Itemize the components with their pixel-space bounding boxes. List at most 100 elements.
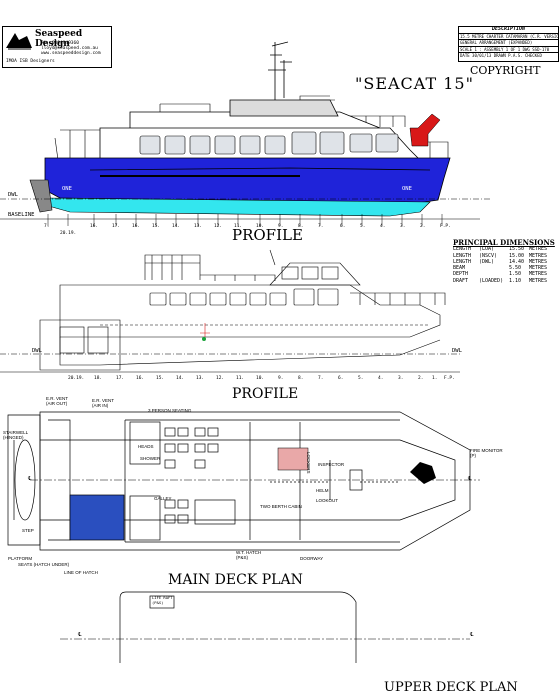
shower-label: SHOWER <box>140 456 161 461</box>
upper-deck-plan-drawing <box>60 591 470 663</box>
dimension-name: LENGTH <box>453 246 472 253</box>
station-label: F.P. <box>440 224 451 229</box>
station-label: 16. <box>90 224 99 229</box>
copyright-text: COPYRIGHT <box>470 64 541 77</box>
principal-dimensions-title: PRINCIPAL DIMENSIONS <box>453 238 555 247</box>
line-profile-drawing <box>0 249 460 373</box>
station-label: 15. <box>152 224 161 229</box>
company-title-block: Seaspeed Design PH: 0894949360 lloyd@sea… <box>2 26 112 68</box>
description-row: DATE 30/01/13 DRAWN P.A.S. CHECKED <box>460 53 542 58</box>
description-row: 15.5 METRE CHARTER CATAMARAN (C.R. VERSI… <box>459 33 558 40</box>
wt-hatch-label: W.T. HATCH (P&S) <box>236 550 262 560</box>
station-label: 6. <box>338 376 344 381</box>
dimension-qual: (DWL) <box>479 258 495 265</box>
principal-dimension-row: LENGTH (DWL) 14.40 METRES <box>453 259 557 265</box>
description-row: SCALE 1 : ASSEMBLY 1 OF 1 DWG SSD-170 <box>459 47 558 53</box>
station-label: 14. <box>176 376 185 381</box>
dimension-value: 15.50 <box>509 246 525 253</box>
company-name: Seaspeed Design <box>35 29 83 49</box>
station-label: 15. <box>156 376 165 381</box>
company-web: www.seaspeeddesign.com <box>41 51 101 56</box>
station-label: 10. <box>256 224 265 229</box>
station-label: 5. <box>360 224 366 229</box>
station-label: 8. <box>298 376 304 381</box>
dimension-qual: (LOADED) <box>479 277 504 284</box>
dimension-qual: (LOA) <box>479 246 495 253</box>
station-labels-top: 7. 16. 17. 16. 15. 14. 13. 12. 11. 10. 9… <box>0 224 560 232</box>
station-label: 13. <box>194 224 203 229</box>
station-label: 4. <box>380 224 386 229</box>
main-deck-title: MAIN DECK PLAN <box>168 572 303 588</box>
station-label: 7. <box>318 224 324 229</box>
station-label: 1. <box>432 376 438 381</box>
hull-mark-fwd: ONE <box>402 186 412 192</box>
station-label: 20.19. <box>68 376 85 381</box>
description-header: DESCRIPTION <box>459 27 558 34</box>
dimension-unit: METRES <box>529 258 548 265</box>
two-berth-cabin-label: TWO BERTH CABIN <box>260 504 302 509</box>
station-label: 7. <box>44 224 50 229</box>
station-label: 11. <box>236 376 245 381</box>
dwl-label-mid-right: DWL <box>452 348 462 354</box>
platform-label: PLATFORM <box>8 556 33 561</box>
station-label: 2. <box>418 376 424 381</box>
dimension-value: 1.10 <box>509 277 522 284</box>
seating-label: 3 PERSON SEATING <box>148 408 192 413</box>
fire-monitor-label: FIRE MONITOR (P) <box>470 448 503 458</box>
principal-dimension-row: LENGTH (LOA) 15.50 METRES <box>453 246 557 252</box>
galley-label: GALLEY <box>154 496 172 501</box>
dimension-unit: METRES <box>529 277 548 284</box>
dimension-unit: METRES <box>529 271 548 278</box>
station-label: 9. <box>278 224 284 229</box>
station-label: F.P. <box>444 376 455 381</box>
er-vent-in-label: E.R. VENT (AIR IN) <box>92 398 115 408</box>
dimension-unit: METRES <box>529 246 548 253</box>
description-box: DESCRIPTION 15.5 METRE CHARTER CATAMARAN… <box>458 26 559 62</box>
doorway-label: DOORWAY <box>300 556 324 561</box>
er-vent-out-label: E.R. VENT (AIR OUT) <box>46 396 69 406</box>
station-label: 16. <box>132 224 141 229</box>
vessel-name: "SEACAT 15" <box>355 74 474 93</box>
station-label: 5. <box>358 376 364 381</box>
dimension-name: LENGTH <box>453 252 472 259</box>
baseline-label: BASELINE <box>8 212 35 218</box>
main-deck-plan-drawing <box>7 411 480 551</box>
life-raft-label: LIFE RAFT (P&S) <box>152 595 173 605</box>
principal-dimension-row: BEAM 5.50 METRES <box>453 265 557 271</box>
station-label: 6. <box>340 224 346 229</box>
hull-mark-aft: ONE <box>62 186 72 192</box>
dimension-name: LENGTH <box>453 258 472 265</box>
dimension-unit: METRES <box>529 265 548 272</box>
coloured-profile-drawing <box>0 41 490 226</box>
station-label: 3. <box>398 376 404 381</box>
station-label: 10. <box>256 376 265 381</box>
dimension-value: 5.50 <box>509 265 522 272</box>
company-phone: PH: 0894949360 <box>41 41 79 46</box>
station-labels-mid: 20.19. 18. 17. 16. 15. 14. 13. 12. 11. 1… <box>0 376 560 384</box>
dimension-name: BEAM <box>453 265 466 272</box>
stairwell-label: STAIRWELL (HINGED) <box>3 430 29 440</box>
lookout-label: LOOKOUT <box>316 498 339 503</box>
station-label: 9. <box>278 376 284 381</box>
station-label: 13. <box>196 376 205 381</box>
station-label: 17. <box>112 224 121 229</box>
company-logo-icon <box>6 33 32 50</box>
description-row: GENERAL ARRANGEMENT (EXPANDED) <box>459 40 558 47</box>
profile-title-mid: PROFILE <box>232 386 299 402</box>
heads-label: HEADS <box>138 444 154 449</box>
seats-hatch-label: SEATS (HATCH UNDER) <box>18 562 70 567</box>
station-label: 17. <box>116 376 125 381</box>
dimension-value: 14.40 <box>509 258 525 265</box>
centerline-symbol: ℄ <box>468 476 472 482</box>
station-label: 7. <box>318 376 324 381</box>
sub-station-label: 20.19. <box>60 231 77 236</box>
company-tagline: IMOA ISB Designers <box>6 59 55 64</box>
dwl-label-top: DWL <box>8 192 18 198</box>
dimension-value: 15.00 <box>509 252 525 259</box>
dimension-qual: (NSCV) <box>479 252 498 259</box>
station-label: 8. <box>298 224 304 229</box>
